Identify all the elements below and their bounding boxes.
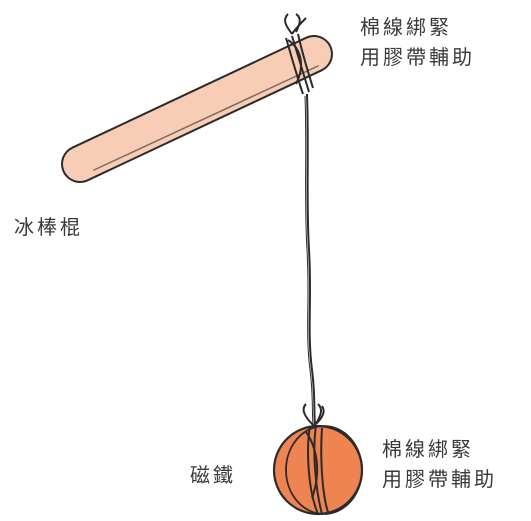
stick-tie-label-line1: 棉線綁緊 [360,15,452,39]
stick-tie-label-line2: 用膠帶輔助 [360,45,475,69]
hanging-thread [306,93,317,433]
magnet-label: 磁鐵 [190,463,236,487]
stick-thread-wrap [284,13,314,95]
stick-tie-label: 棉線綁緊 用膠帶輔助 [360,12,475,72]
magnet-thread-wrap [302,403,329,515]
magnet-tie-label-line2: 用膠帶輔助 [382,467,497,491]
magnet-tie-label: 棉線綁緊 用膠帶輔助 [382,434,497,494]
stick-label: 冰棒棍 [14,215,83,239]
magnet-tie-label-line1: 棉線綁緊 [382,437,474,461]
popsicle-stick [61,35,333,183]
